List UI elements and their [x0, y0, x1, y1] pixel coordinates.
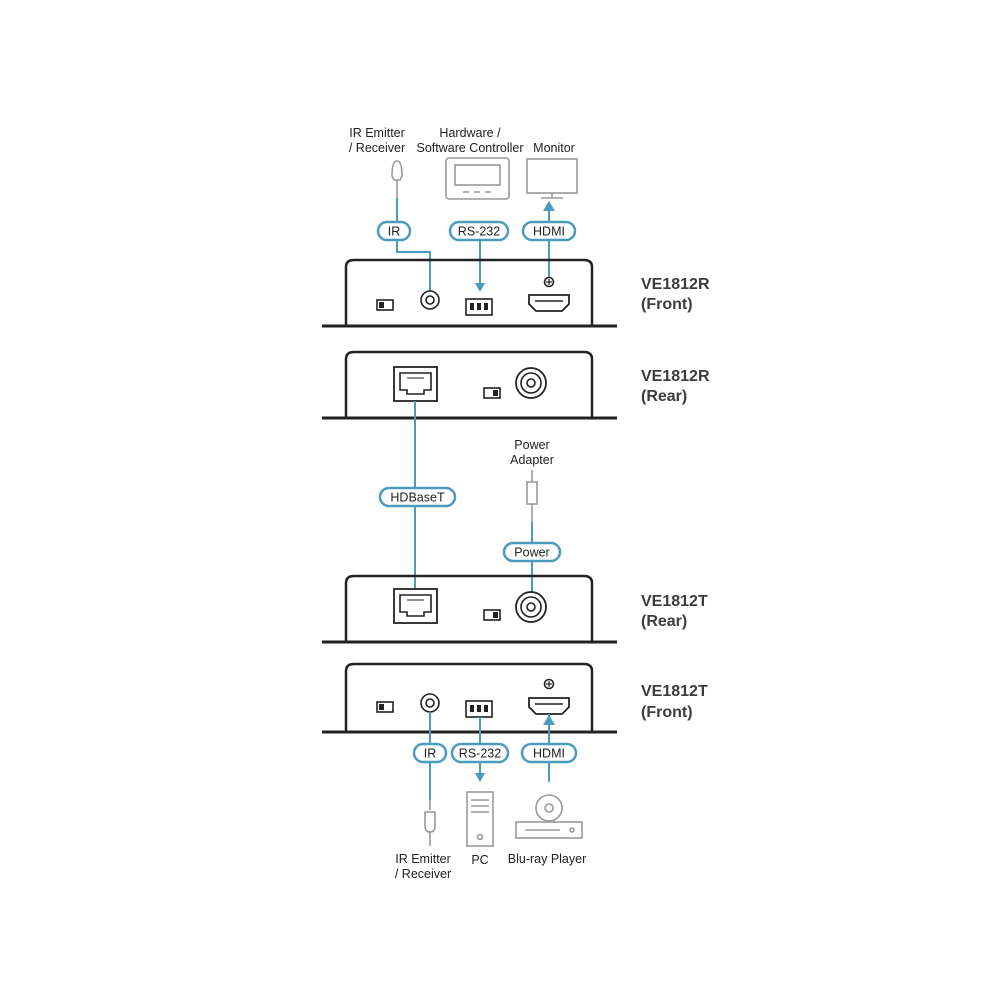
pill-ir-bottom-label: IR [424, 747, 437, 761]
unit-2-side: (Rear) [641, 388, 687, 405]
ir-sensor-icon [424, 800, 436, 846]
power-adapter: Power Adapter Power [502, 438, 562, 592]
switch-icon [376, 701, 394, 713]
unit-1-name: VE1812R [641, 276, 710, 293]
monitor-label: Monitor [533, 141, 575, 155]
pill-ir-bottom: IR [412, 742, 448, 764]
power-adapter-icon [526, 470, 538, 522]
pill-hdmi-top-label: HDMI [533, 225, 565, 239]
top-ir-line-lower [396, 240, 431, 292]
rj45-port-icon [393, 588, 438, 624]
bottom-ir-label-line1: IR Emitter [395, 852, 451, 866]
pill-rs232-bottom: RS-232 [450, 742, 510, 764]
switch-icon [376, 299, 394, 311]
unit-label-3: VE1812T (Rear) [641, 593, 708, 630]
top-ir-label-line1: IR Emitter [349, 126, 405, 140]
switch-icon [483, 387, 501, 399]
top-connector-lines [396, 198, 550, 292]
hdmi-port-icon [528, 678, 570, 715]
pill-hdbaset-label: HDBaseT [390, 491, 445, 505]
pill-power-label: Power [514, 546, 549, 560]
hdmi-port-icon [528, 276, 570, 312]
pill-hdmi-bottom-label: HDMI [533, 747, 565, 761]
unit-ve1812r-front [322, 258, 617, 328]
bottom-pc: PC [466, 791, 494, 867]
bottom-ir-label-line2: / Receiver [395, 867, 451, 881]
rj45-port-icon [393, 366, 438, 402]
top-ir-emitter: IR Emitter / Receiver [349, 126, 405, 198]
controller-label-line1: Hardware / [439, 126, 501, 140]
rs232-arrow-down-icon [475, 773, 485, 782]
switch-icon [483, 609, 501, 621]
dc-power-port-icon [515, 367, 547, 399]
unit-ve1812r-rear [322, 350, 617, 420]
unit-label-4: VE1812T (Front) [641, 683, 708, 721]
pill-hdmi-top: HDMI [521, 220, 577, 242]
hdmi-arrow-up-icon [543, 715, 555, 725]
bluray-label: Blu-ray Player [508, 852, 587, 866]
pill-ir-top: IR [376, 220, 412, 242]
pc-label: PC [471, 853, 488, 867]
pill-hdmi-bottom: HDMI [520, 742, 578, 764]
bottom-bluray: Blu-ray Player [508, 794, 587, 866]
ir-jack-icon [420, 290, 440, 310]
unit-2-name: VE1812R [641, 368, 710, 385]
ir-sensor-icon [391, 160, 403, 198]
pc-tower-icon [466, 791, 494, 847]
pill-ir-top-label: IR [388, 225, 401, 239]
top-monitor: Monitor [526, 141, 578, 199]
top-ir-label-line2: / Receiver [349, 141, 405, 155]
controller-label-line2: Software Controller [417, 141, 524, 155]
pill-rs232-top: RS-232 [448, 220, 510, 242]
unit-1-side: (Front) [641, 296, 693, 313]
pill-rs232-top-label: RS-232 [458, 225, 500, 239]
top-controller: Hardware / Software Controller [417, 126, 524, 200]
hdmi-arrow-up-icon [543, 201, 555, 211]
controller-icon [445, 157, 510, 200]
unit-ve1812t-rear [322, 574, 617, 644]
unit-4-side: (Front) [641, 704, 693, 721]
unit-label-2: VE1812R (Rear) [641, 368, 710, 405]
power-adapter-label-line1: Power [514, 438, 549, 452]
pill-rs232-bottom-label: RS-232 [459, 747, 501, 761]
dc-power-port-icon [515, 591, 547, 623]
power-adapter-label-line2: Adapter [510, 453, 554, 467]
unit-ve1812t-front [322, 662, 617, 734]
unit-3-side: (Rear) [641, 613, 687, 630]
hdbaset-link: HDBaseT [378, 401, 457, 589]
unit-3-name: VE1812T [641, 593, 708, 610]
unit-label-1: VE1812R (Front) [641, 276, 710, 313]
rs232-port-icon [465, 700, 493, 718]
rs232-port-icon [465, 298, 493, 316]
ir-jack-icon [420, 693, 440, 713]
monitor-icon [526, 158, 578, 199]
bluray-player-icon [515, 794, 583, 839]
unit-4-name: VE1812T [641, 683, 708, 700]
rs232-arrow-down-icon [475, 283, 485, 292]
bottom-ir-emitter: IR Emitter / Receiver [395, 800, 451, 881]
